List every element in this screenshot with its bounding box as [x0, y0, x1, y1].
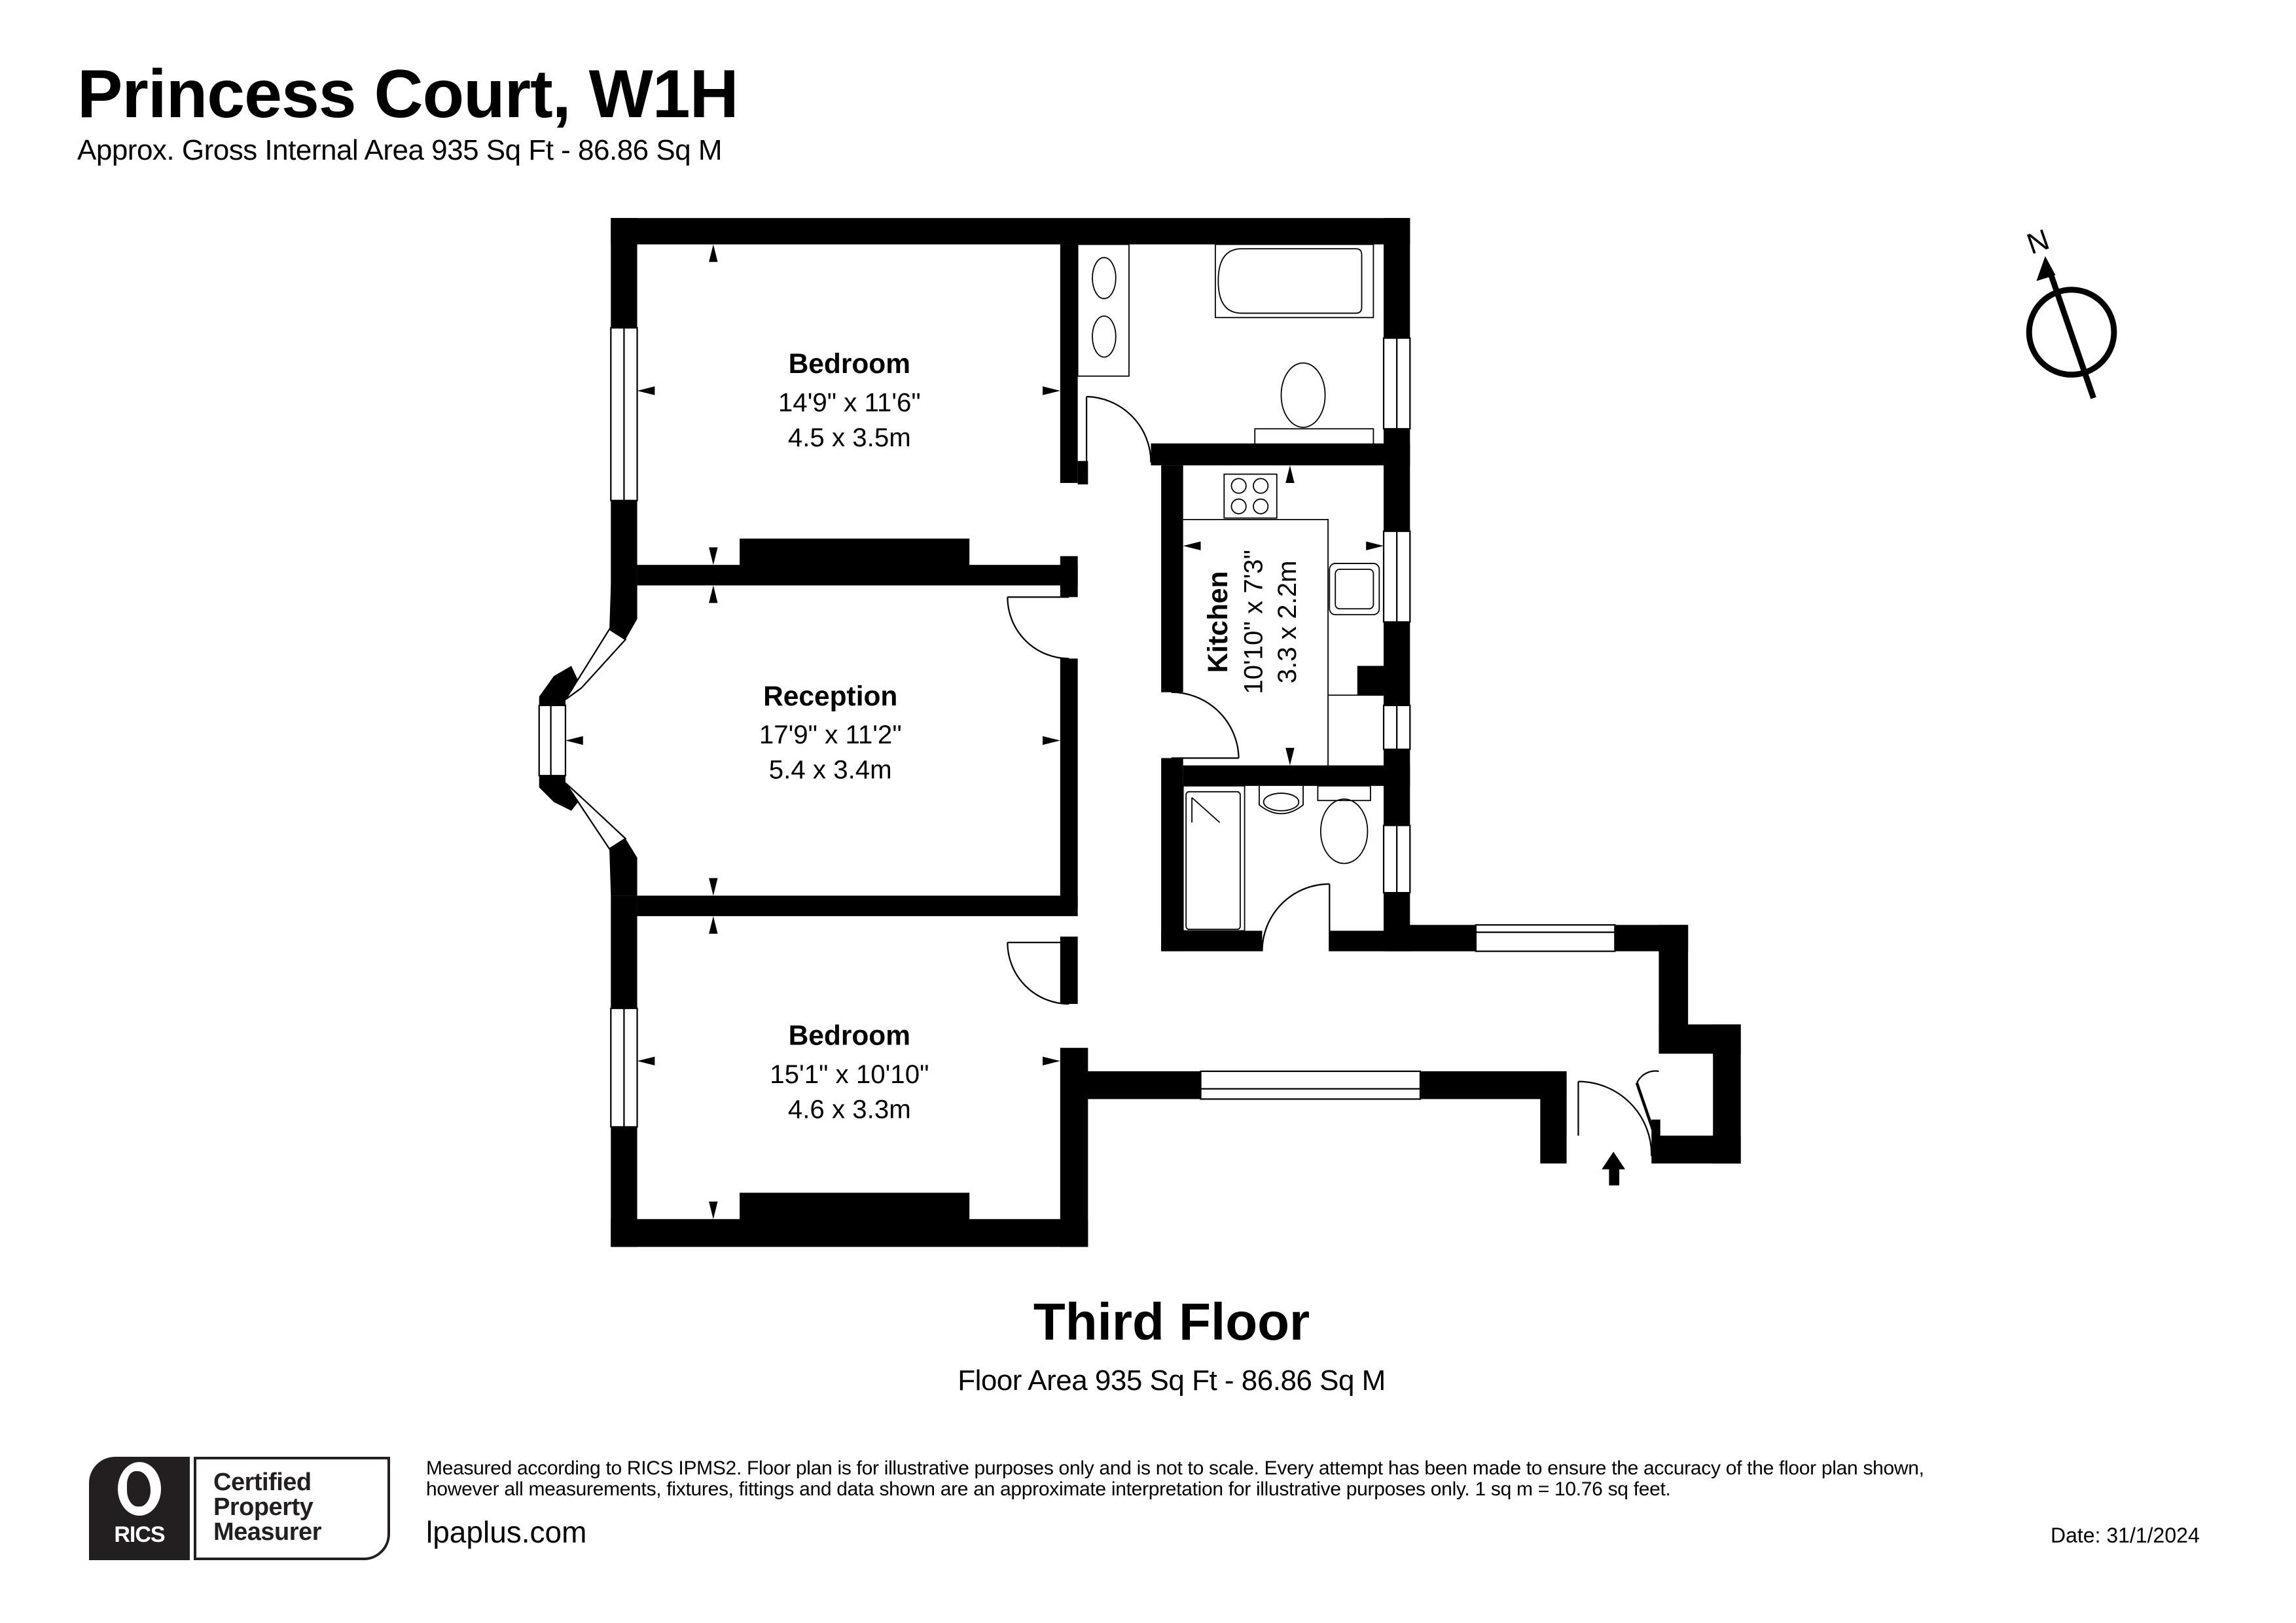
page-title: Princess Court, W1H	[77, 56, 739, 132]
hob-icon	[1223, 473, 1278, 519]
certified-property-measurer: Certified Property Measurer	[194, 1457, 390, 1560]
disclaimer-line-1: Measured according to RICS IPMS2. Floor …	[426, 1457, 1924, 1479]
sink-icon	[1329, 563, 1380, 616]
svg-text:Bedroom: Bedroom	[789, 349, 910, 380]
website-link[interactable]: lpaplus.com	[426, 1515, 587, 1549]
svg-text:Bedroom: Bedroom	[789, 1021, 910, 1052]
dimension-arrows	[565, 244, 1384, 1219]
fixtures	[1077, 243, 1384, 932]
room-label-bedroom-1: Bedroom 14'9" x 11'6" 4.5 x 3.5m	[778, 349, 921, 452]
svg-text:Kitchen: Kitchen	[1203, 571, 1234, 673]
vanity	[1077, 243, 1130, 377]
disclaimer-line-2: however all measurements, fixtures, fitt…	[426, 1478, 1671, 1500]
svg-text:17'9" x 11'2": 17'9" x 11'2"	[759, 720, 902, 749]
toilet-icon	[1280, 362, 1326, 428]
toilet-icon	[1319, 798, 1369, 865]
svg-text:3.3 x 2.2m: 3.3 x 2.2m	[1272, 560, 1302, 683]
rics-wordmark: RICS	[114, 1522, 165, 1547]
doors	[1007, 395, 1659, 1156]
compass-north-label: N	[2023, 224, 2053, 261]
shower-tray-icon	[1185, 791, 1241, 930]
basin-icon	[1092, 315, 1117, 358]
basin-icon	[1259, 785, 1304, 815]
floor-area: Floor Area 935 Sq Ft - 86.86 Sq M	[958, 1364, 1386, 1397]
lion-icon	[118, 1462, 161, 1516]
entrance-arrow-icon	[1602, 1151, 1626, 1186]
svg-text:5.4 x 3.4m: 5.4 x 3.4m	[769, 755, 892, 785]
svg-text:15'1" x 10'10": 15'1" x 10'10"	[770, 1060, 929, 1089]
basin-icon	[1092, 257, 1117, 300]
room-labels: Bedroom 14'9" x 11'6" 4.5 x 3.5m Recepti…	[759, 349, 1302, 1124]
room-label-bedroom-2: Bedroom 15'1" x 10'10" 4.6 x 3.3m	[770, 1021, 929, 1124]
svg-text:14'9" x 11'6": 14'9" x 11'6"	[778, 387, 921, 417]
svg-text:Reception: Reception	[763, 681, 897, 712]
bath-icon	[1214, 243, 1374, 319]
walls	[539, 218, 1741, 1247]
svg-text:10'10" x 7'3": 10'10" x 7'3"	[1238, 550, 1268, 694]
compass: N	[2023, 224, 2117, 399]
windows	[538, 327, 1616, 1128]
room-label-kitchen: Kitchen 10'10" x 7'3" 3.3 x 2.2m	[1203, 550, 1302, 694]
north-arrow-icon	[2036, 256, 2056, 281]
gross-area-subtitle: Approx. Gross Internal Area 935 Sq Ft - …	[77, 134, 723, 166]
svg-text:4.6 x 3.3m: 4.6 x 3.3m	[788, 1094, 911, 1124]
rics-logo: RICS	[89, 1457, 190, 1560]
room-label-reception: Reception 17'9" x 11'2" 5.4 x 3.4m	[759, 681, 902, 785]
disclaimer: Measured according to RICS IPMS2. Floor …	[426, 1458, 2259, 1500]
plan-date: Date: 31/1/2024	[2051, 1524, 2200, 1547]
rics-certified-badge: RICS Certified Property Measurer	[89, 1457, 391, 1560]
svg-text:4.5 x 3.5m: 4.5 x 3.5m	[788, 423, 911, 452]
floor-name: Third Floor	[1033, 1293, 1310, 1351]
compass-circle-icon	[2026, 287, 2117, 378]
